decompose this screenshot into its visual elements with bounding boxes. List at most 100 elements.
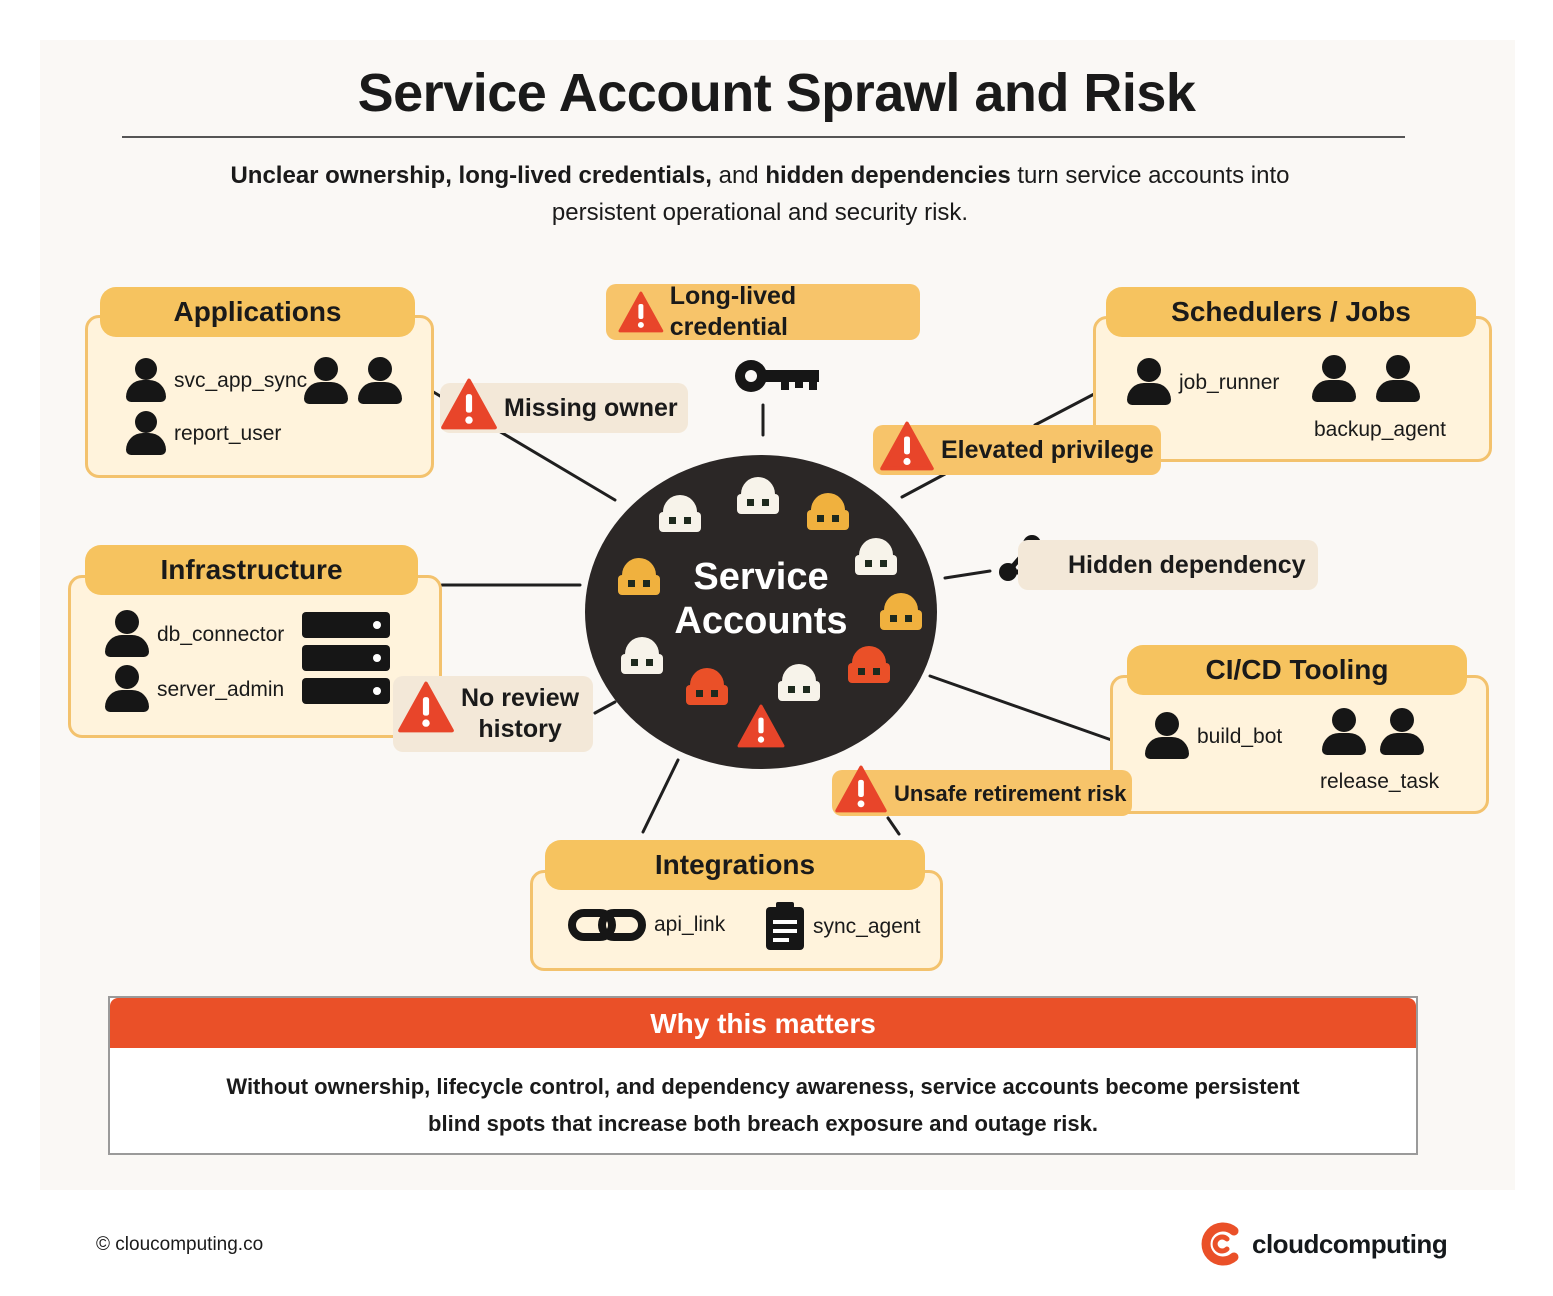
person-icon: [1310, 355, 1358, 405]
robot-icon: [737, 477, 779, 514]
subtitle-text-2: turn service accounts into persistent op…: [551, 162, 1290, 226]
warning-icon: [398, 681, 454, 733]
warning-icon: [737, 704, 785, 748]
account-label: server_admin: [157, 678, 285, 701]
brand-logo: cloudcomputing: [1198, 1222, 1448, 1266]
subtitle-bold-1: Unclear ownership, long-lived credential…: [230, 162, 712, 189]
risk-label: Hidden dependency: [1068, 550, 1306, 579]
page-title: Service Account Sprawl and Risk: [357, 63, 1196, 123]
risk-missing-owner: Missing owner: [440, 378, 688, 433]
link-unsafe-retirement: [886, 816, 901, 836]
risk-label: Missing owner: [504, 393, 678, 422]
account-label: job_runner: [1179, 371, 1280, 394]
robot-icon: [618, 558, 660, 595]
server-rack-icon: [302, 612, 390, 704]
account-svc-app-sync: svc_app_sync: [124, 358, 307, 404]
risk-label-line: history: [478, 715, 562, 743]
account-server-admin: server_admin: [103, 665, 284, 715]
warning-icon: [835, 765, 887, 813]
person-pair-icon: [302, 357, 404, 407]
group-applications-title: Applications: [100, 287, 415, 337]
why-panel: Why this matters Without ownership, life…: [108, 996, 1418, 1155]
subtitle-text-1: and: [711, 162, 766, 189]
account-label: db_connector: [157, 623, 285, 646]
risk-unsafe-retirement: Unsafe retirement risk: [832, 765, 1132, 816]
robot-icon: [659, 495, 701, 532]
person-icon: [302, 357, 350, 407]
group-integrations-title: Integrations: [545, 840, 925, 890]
person-icon: [124, 411, 168, 457]
key-icon: [735, 360, 819, 392]
link-no-review: [593, 700, 617, 715]
person-icon: [103, 665, 151, 715]
account-job-runner: job_runner: [1125, 358, 1279, 408]
risk-hidden-dependency: Hidden dependency: [1018, 540, 1318, 590]
risk-label: No review history: [461, 683, 579, 745]
account-label: api_link: [654, 913, 726, 936]
link-integrations: [641, 758, 680, 834]
robot-icon: [880, 593, 922, 630]
link-elevated: [900, 472, 947, 499]
person-icon: [1320, 708, 1368, 758]
clipboard-icon: [766, 902, 804, 950]
person-icon: [356, 357, 404, 407]
why-line: Without ownership, lifecycle control, an…: [226, 1074, 1300, 1099]
cloudcomputing-logo-icon: [1201, 1222, 1239, 1266]
link-schedulers: [1033, 390, 1100, 427]
copyright: © cloucomputing.co: [96, 1234, 264, 1255]
robot-icon: [778, 664, 820, 701]
risk-label-line: No review: [461, 684, 580, 712]
why-title: Why this matters: [110, 998, 1416, 1048]
account-label: report_user: [174, 422, 282, 445]
robot-icon: [848, 646, 890, 683]
subtitle-bold-2: hidden dependencies: [765, 162, 1011, 189]
hub-label-line: Service: [693, 556, 829, 598]
warning-icon: [441, 378, 497, 430]
risk-label: Long-lived credential: [669, 282, 797, 341]
hub-label: Service Accounts: [585, 555, 937, 643]
warning-icon: [880, 421, 934, 471]
person-icon: [1143, 712, 1191, 762]
group-cicd-title: CI/CD Tooling: [1127, 645, 1467, 695]
chain-link-icon: [568, 909, 646, 941]
risk-label: Elevated privilege: [941, 435, 1154, 464]
person-icon: [1378, 708, 1426, 758]
warning-icon: [618, 291, 664, 333]
person-icon: [124, 358, 168, 404]
brand-name: cloudcomputing: [1252, 1228, 1448, 1259]
robot-icon: [807, 493, 849, 530]
account-backup-agent: backup_agent: [1314, 418, 1446, 442]
account-label: release_task: [1320, 770, 1440, 793]
risk-label: Unsafe retirement risk: [894, 780, 1127, 806]
account-sync-agent: sync_agent: [763, 902, 920, 952]
account-api-link: api_link: [568, 905, 725, 945]
person-pair-icon: [1310, 355, 1422, 405]
account-label: svc_app_sync: [174, 369, 308, 392]
group-infrastructure-title: Infrastructure: [85, 545, 418, 595]
link-cicd: [928, 674, 1122, 745]
robot-icon: [855, 538, 897, 575]
account-build-bot: build_bot: [1143, 712, 1282, 762]
account-report-user: report_user: [124, 411, 281, 457]
link-hidden-dependency: [943, 569, 992, 580]
why-text: Without ownership, lifecycle control, an…: [180, 1068, 1346, 1142]
account-label: sync_agent: [813, 915, 921, 938]
group-schedulers-title: Schedulers / Jobs: [1106, 287, 1476, 337]
subtitle: Unclear ownership, long-lived credential…: [180, 157, 1340, 231]
hub-label-line: Accounts: [674, 600, 848, 642]
account-label: backup_agent: [1314, 418, 1446, 441]
title-divider: [122, 136, 1405, 138]
person-pair-icon: [1320, 708, 1426, 758]
why-line: blind spots that increase both breach ex…: [428, 1111, 1098, 1136]
person-icon: [1125, 358, 1173, 408]
person-icon: [1374, 355, 1422, 405]
person-icon: [103, 610, 151, 660]
robot-icon: [621, 637, 663, 674]
account-label: build_bot: [1197, 725, 1283, 748]
risk-long-lived-credential: Long-lived credential: [606, 282, 920, 341]
risk-no-review-history: No review history: [393, 676, 593, 752]
account-db-connector: db_connector: [103, 610, 284, 660]
risk-elevated-privilege: Elevated privilege: [873, 421, 1161, 475]
robot-icon: [686, 668, 728, 705]
account-release-task: release_task: [1320, 770, 1439, 794]
